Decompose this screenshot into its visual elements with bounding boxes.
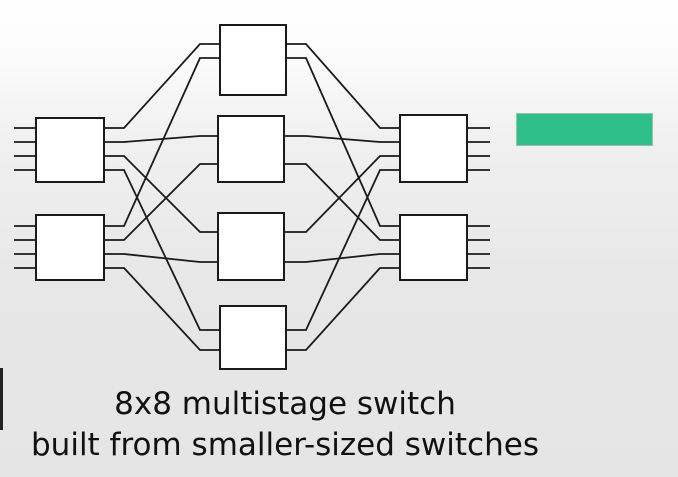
link-in1-mid2 <box>104 135 218 143</box>
link-in2-mid4 <box>104 267 220 351</box>
input-ports-switch-2 <box>14 225 36 269</box>
middle-switch-1 <box>219 24 287 96</box>
link-in1-mid3 <box>104 155 218 233</box>
caption-line-1: 8x8 multistage switch <box>114 386 456 422</box>
input-switch-2 <box>35 214 105 281</box>
output-switch-2 <box>399 214 468 281</box>
link-in1-mid1 <box>104 43 220 129</box>
output-ports-switch-2 <box>467 225 490 269</box>
link-in1-mid4 <box>104 169 220 331</box>
link-mid1-out1 <box>286 43 400 129</box>
link-mid2-out2 <box>284 163 400 241</box>
link-mid3-out2 <box>284 253 400 263</box>
link-mid3-out1 <box>284 155 400 233</box>
link-mid4-out1 <box>286 169 400 331</box>
output-switch-1 <box>399 114 468 183</box>
input-switch-1 <box>35 117 105 183</box>
output-ports-switch-1 <box>467 127 490 171</box>
middle-switch-2 <box>217 115 285 183</box>
caption-line-2: built from smaller-sized switches <box>31 427 539 463</box>
link-mid1-out2 <box>286 57 400 227</box>
input-ports-switch-1 <box>14 127 36 171</box>
link-mid4-out2 <box>286 267 400 351</box>
diagram-caption: 8x8 multistage switch built from smaller… <box>0 384 570 466</box>
middle-to-output-links <box>284 43 400 351</box>
link-in2-mid2 <box>104 163 218 241</box>
middle-switch-3 <box>217 212 285 281</box>
link-in2-mid1 <box>104 57 220 227</box>
middle-switch-4 <box>219 305 287 370</box>
accent-bar <box>516 113 653 146</box>
link-mid2-out1 <box>284 135 400 143</box>
left-edge-mark <box>0 368 3 430</box>
input-to-middle-links <box>104 43 220 351</box>
link-in2-mid3 <box>104 253 218 263</box>
